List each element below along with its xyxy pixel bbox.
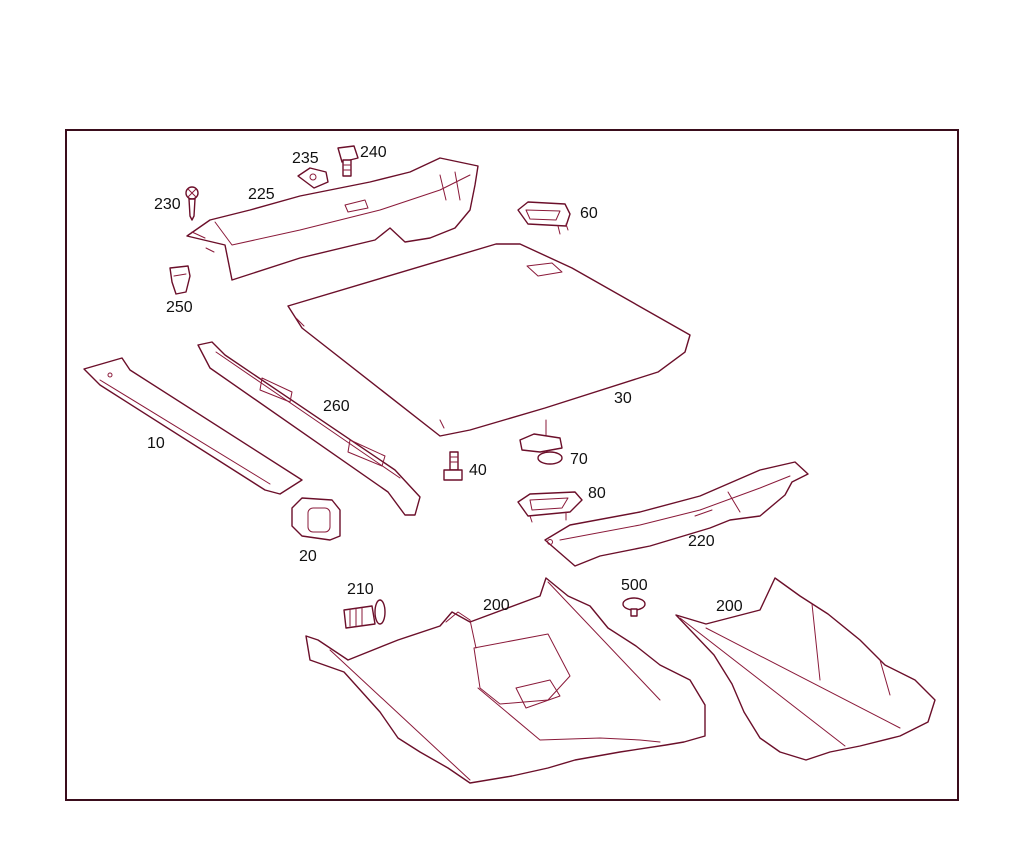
part-60-handle <box>517 201 571 235</box>
callout-260: 260 <box>323 398 350 415</box>
callout-230: 230 <box>154 196 181 213</box>
part-80-latch <box>517 491 583 523</box>
part-225-rear-panel <box>186 157 479 281</box>
part-70-strap <box>519 419 563 465</box>
callout-40: 40 <box>469 462 487 479</box>
part-220-side-rail <box>544 461 809 567</box>
callout-200-right: 200 <box>716 598 743 615</box>
callout-10: 10 <box>147 435 165 452</box>
callout-80: 80 <box>588 485 606 502</box>
part-30-load-floor <box>287 243 691 437</box>
part-200-floor-mat-right <box>675 577 936 761</box>
callout-210: 210 <box>347 581 374 598</box>
callout-235: 235 <box>292 150 319 167</box>
part-210-clip <box>343 599 386 629</box>
part-235-clip-nut <box>297 167 329 189</box>
part-40-bolt <box>443 451 463 481</box>
callout-60: 60 <box>580 205 598 222</box>
diagram-frame <box>65 129 959 801</box>
part-230-screw <box>185 186 199 221</box>
callout-70: 70 <box>570 451 588 468</box>
callout-20: 20 <box>299 548 317 565</box>
callout-225: 225 <box>248 186 275 203</box>
part-10-trim-strip <box>83 357 303 495</box>
part-250-clip <box>169 265 191 295</box>
callout-500: 500 <box>621 577 648 594</box>
callout-250: 250 <box>166 299 193 316</box>
callout-30: 30 <box>614 390 632 407</box>
part-260-rail <box>197 341 421 516</box>
part-20-bracket <box>291 497 341 541</box>
part-240-bolt <box>337 145 359 177</box>
callout-220: 220 <box>688 533 715 550</box>
callout-240: 240 <box>360 144 387 161</box>
part-500-push-pin <box>622 597 646 617</box>
part-200-floor-mat-left <box>305 577 706 784</box>
callout-200-left: 200 <box>483 597 510 614</box>
